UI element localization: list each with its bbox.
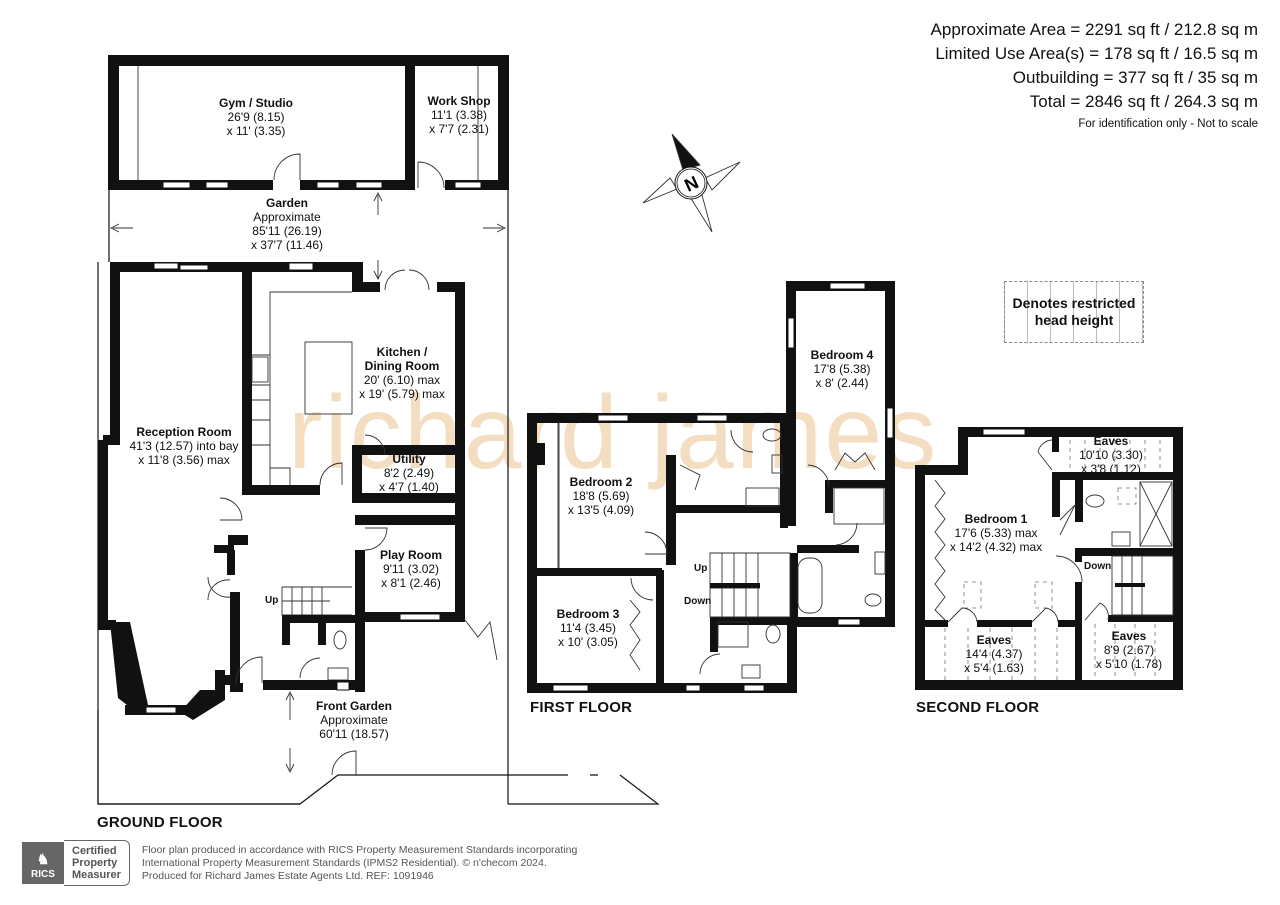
second-floor-plan [915, 427, 1183, 690]
first-floor-stairs-up: Up [694, 563, 708, 574]
cert-line-2: Property [72, 857, 118, 869]
ground-floor-title: GROUND FLOOR [97, 814, 223, 831]
footer-disclaimer: Floor plan produced in accordance with R… [142, 844, 577, 883]
first-floor-title: FIRST FLOOR [530, 699, 633, 716]
watermark-text: richard james [288, 375, 938, 491]
cert-line-3: Measurer [72, 869, 121, 881]
rics-logo: ♞ RICS [22, 842, 64, 884]
first-floor-plan [527, 281, 895, 693]
area-summary: Approximate Area = 2291 sq ft / 212.8 sq… [931, 18, 1258, 134]
footer: ♞ RICS Certified Property Measurer Floor… [22, 840, 577, 886]
footer-line-2: International Property Measurement Stand… [141, 856, 547, 869]
second-floor-title: SECOND FLOOR [916, 699, 1040, 716]
compass-north-icon: N [642, 133, 741, 233]
outbuilding-area: Outbuilding = 377 sq ft / 35 sq m [1012, 68, 1258, 87]
first-floor-stairs-down: Down [684, 596, 712, 607]
legend-line-1: Denotes restricted [1012, 295, 1136, 311]
footer-line-1: Floor plan produced in accordance with R… [141, 843, 578, 856]
rics-label: RICS [31, 869, 55, 880]
approximate-area: Approximate Area = 2291 sq ft / 212.8 sq… [930, 20, 1258, 39]
scale-disclaimer: For identification only - Not to scale [1078, 118, 1258, 130]
total-area: Total = 2846 sq ft / 264.3 sq m [1029, 92, 1258, 111]
restricted-height-legend: Denotes restricted head height [1004, 281, 1144, 343]
stairs-up-label: Up [265, 595, 279, 606]
legend-line-2: head height [1034, 312, 1114, 328]
footer-line-3: Produced for Richard James Estate Agents… [141, 869, 434, 882]
rics-lion-icon: ♞ [36, 851, 50, 867]
limited-use-area: Limited Use Area(s) = 178 sq ft / 16.5 s… [935, 44, 1258, 63]
cert-line-1: Certified [72, 845, 117, 857]
ground-floor-plan [97, 55, 660, 805]
second-floor-stairs-down: Down [1084, 561, 1112, 572]
certified-measurer-badge: Certified Property Measurer [64, 840, 130, 886]
